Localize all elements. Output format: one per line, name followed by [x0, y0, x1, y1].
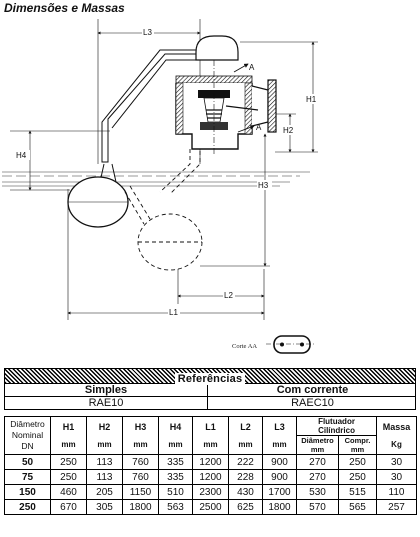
cell-l2: 430 [228, 484, 263, 500]
cell-l2: 228 [228, 469, 263, 485]
cell-l1: 2500 [192, 499, 229, 515]
cell-float-diameter: 530 [296, 484, 339, 500]
cell-l3: 900 [262, 454, 297, 470]
cell-h3: 760 [122, 454, 159, 470]
cell-l1: 2300 [192, 484, 229, 500]
dimension-h1: H1 [240, 41, 320, 153]
cell-h1: 460 [50, 484, 87, 500]
label-h3: H3 [258, 181, 269, 190]
cell-h2: 305 [86, 499, 123, 515]
section-detail-corte-aa: Corte AA [232, 335, 316, 354]
cell-h2: 205 [86, 484, 123, 500]
cell-h4: 335 [158, 469, 193, 485]
label-section-a-top: A [249, 63, 255, 72]
float-ball-upper [67, 176, 129, 228]
cell-l3: 1700 [262, 484, 297, 500]
cell-dn: 150 [4, 484, 51, 500]
references-block: Referências Simples Com corrente RAE10 R… [4, 368, 416, 410]
cell-h2: 113 [86, 469, 123, 485]
label-h2: H2 [283, 126, 294, 135]
cell-float-length: 250 [337, 454, 378, 470]
cell-h3: 1800 [122, 499, 159, 515]
dimension-l1: L1 [67, 189, 265, 320]
label-h4: H4 [16, 151, 27, 160]
reference-current-label: Com corrente [276, 384, 349, 396]
table-row: 50 250 113 760 335 1200 222 900 270 250 … [4, 454, 418, 470]
references-code-row: RAE10 RAEC10 [4, 397, 416, 410]
label-l1: L1 [169, 308, 178, 317]
cell-h4: 563 [158, 499, 193, 515]
cell-h1: 670 [50, 499, 87, 515]
cell-float-diameter: 570 [296, 499, 339, 515]
cell-h3: 1150 [122, 484, 159, 500]
label-corte-aa: Corte AA [232, 343, 257, 350]
cell-h1: 250 [50, 454, 87, 470]
cell-l1: 1200 [192, 454, 229, 470]
reference-current-code: RAEC10 [291, 397, 334, 409]
cell-h4: 335 [158, 454, 193, 470]
cell-float-length: 250 [337, 469, 378, 485]
cell-l3: 1800 [262, 499, 297, 515]
cell-l1: 1200 [192, 469, 229, 485]
cell-dn: 75 [4, 469, 51, 485]
cell-h4: 510 [158, 484, 193, 500]
label-h1: H1 [306, 95, 317, 104]
valve-dimension-drawing: L3 H1 H2 H3 H4 L2 [2, 19, 320, 354]
cell-dn: 50 [4, 454, 51, 470]
valve-outlet [225, 79, 277, 133]
dimension-h3: H3 [200, 133, 272, 267]
table-row: 75 250 113 760 335 1200 228 900 270 250 … [4, 469, 418, 485]
cell-mass: 30 [376, 454, 418, 470]
cell-float-length: 565 [337, 499, 378, 515]
header-float-diameter: Diâmetro mm [296, 435, 339, 455]
water-surface [2, 171, 310, 187]
cell-h2: 113 [86, 454, 123, 470]
references-type-row: Simples Com corrente [4, 384, 416, 397]
header-dn: Diâmetro Nominal DN [4, 416, 51, 455]
references-heading-text: Referências [174, 373, 246, 385]
section-marker-a: A A [233, 63, 262, 133]
cell-h1: 250 [50, 469, 87, 485]
table-subheader-row: Diâmetro mm Compr. mm [5, 435, 417, 455]
header-float-group: Flutuador Cilíndrico [295, 416, 378, 436]
label-l3: L3 [143, 28, 152, 37]
dimension-h4: H4 [10, 130, 110, 191]
label-l2: L2 [224, 291, 233, 300]
cell-mass: 30 [376, 469, 418, 485]
cell-mass: 257 [376, 499, 418, 515]
label-section-a-bottom: A [256, 123, 262, 132]
cell-float-diameter: 270 [296, 454, 339, 470]
header-float-length: Compr. mm [337, 435, 378, 455]
cell-float-length: 515 [337, 484, 378, 500]
cell-l2: 625 [228, 499, 263, 515]
reference-simple-code: RAE10 [5, 397, 208, 409]
reference-simple-label: Simples [5, 384, 208, 396]
dimension-l2: L2 [177, 269, 265, 304]
float-ball-lower [124, 144, 203, 271]
cell-h3: 760 [122, 469, 159, 485]
cell-l3: 900 [262, 469, 297, 485]
cell-l2: 222 [228, 454, 263, 470]
table-row: 150 460 205 1150 510 2300 430 1700 530 5… [4, 484, 418, 500]
references-heading: Referências [4, 368, 416, 385]
page-title: Dimensões e Massas [4, 1, 125, 15]
cell-dn: 250 [4, 499, 51, 515]
cell-mass: 110 [376, 484, 418, 500]
cell-float-diameter: 270 [296, 469, 339, 485]
table-row: 250 670 305 1800 563 2500 625 1800 570 5… [4, 499, 418, 515]
